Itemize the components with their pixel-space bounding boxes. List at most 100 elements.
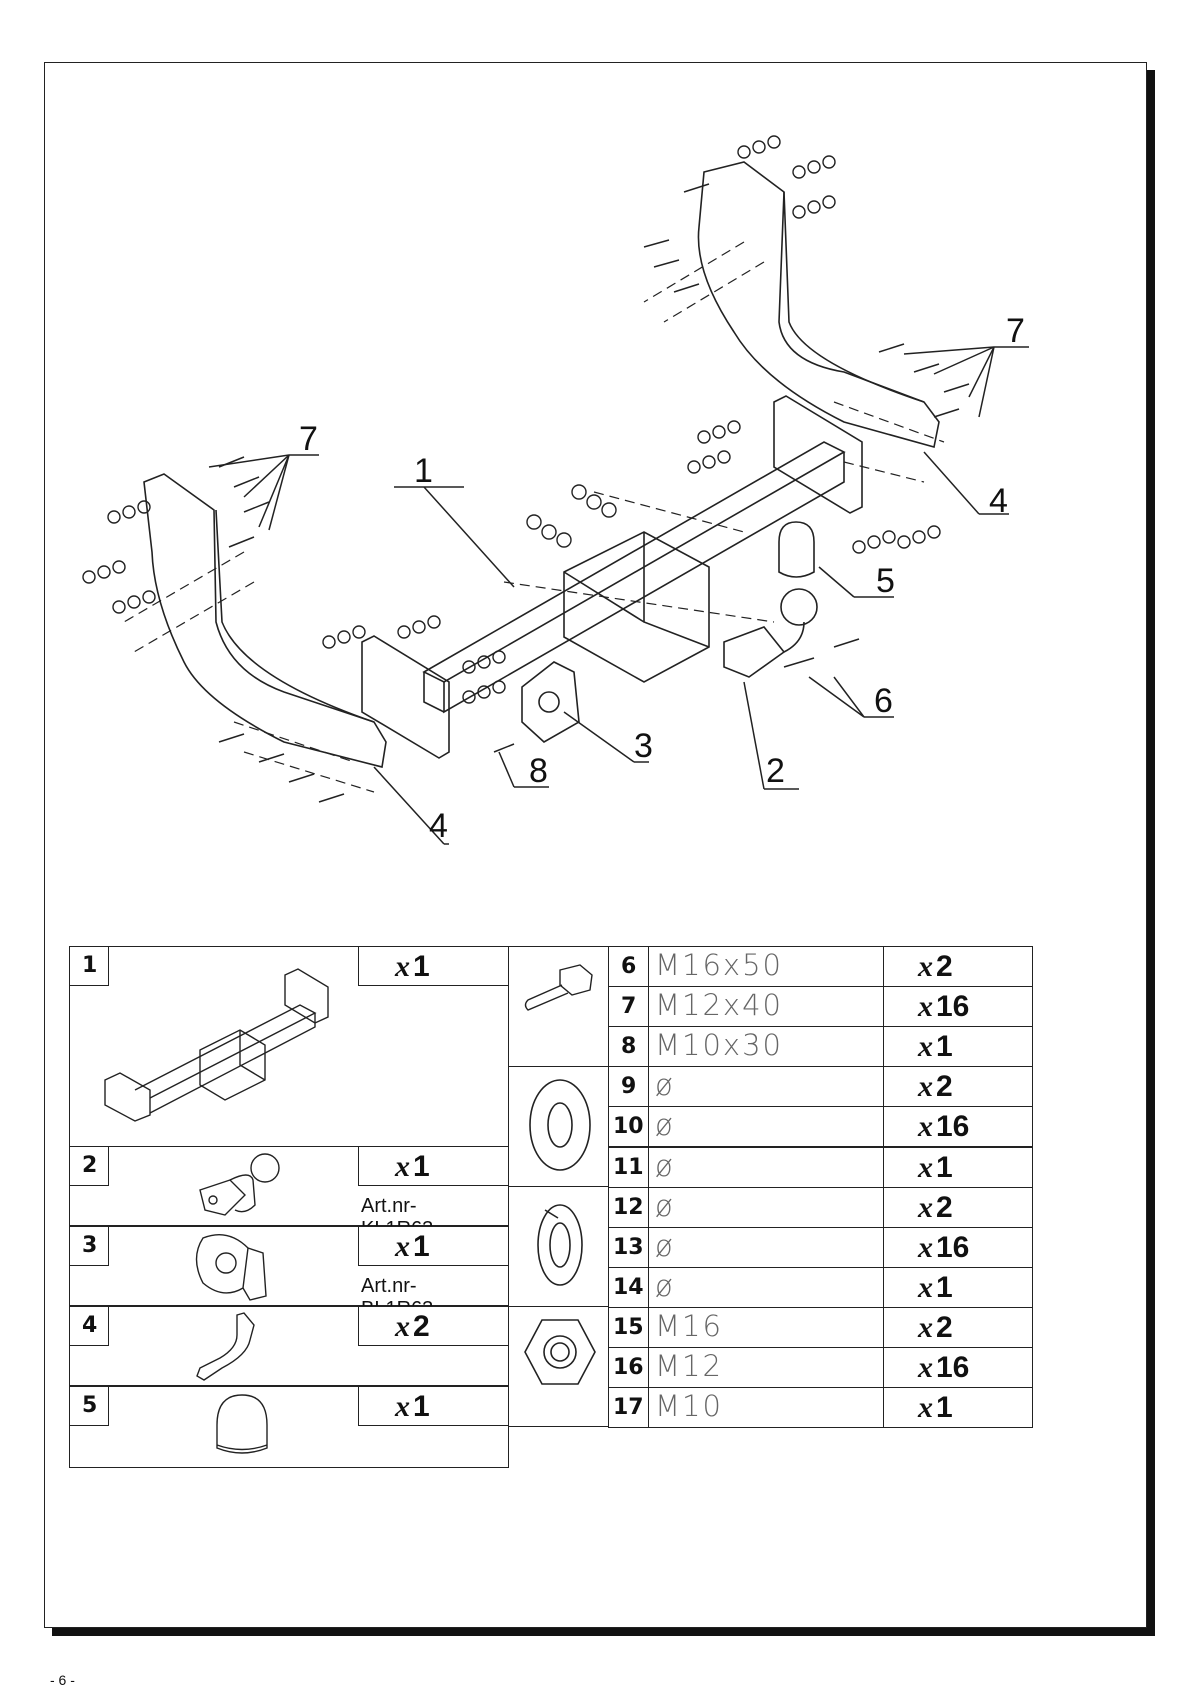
- hardware-number: 16: [613, 1355, 644, 1380]
- right-bracket: [697, 161, 940, 449]
- bolt-image-cell: [508, 946, 609, 1067]
- hardware-spec-cell: [648, 1147, 884, 1188]
- hardware-qty-cell: [883, 1267, 1033, 1308]
- part-5-number: 5: [82, 1393, 98, 1418]
- hardware-number: 9: [621, 1074, 637, 1099]
- part-2-qty-cell: [358, 1146, 509, 1186]
- callout-4-left: 4: [429, 807, 448, 845]
- washer-image-cell: [508, 1066, 609, 1187]
- hardware-qty-cell: [883, 1307, 1033, 1348]
- hardware-spec-cell: [648, 1026, 884, 1067]
- hardware-number-cell: [608, 1307, 649, 1348]
- hardware-spec: M16: [655, 1309, 723, 1343]
- hardware-number: 12: [613, 1195, 644, 1220]
- hardware-spec-cell: [648, 1106, 884, 1147]
- page-number: - 6 -: [50, 1672, 75, 1688]
- socket-plate: [521, 661, 580, 743]
- hardware-number-cell: [608, 1106, 649, 1147]
- hardware-qty-cell: [883, 1147, 1033, 1188]
- hardware-qty-cell: [883, 1387, 1033, 1428]
- hardware-spec: M12: [655, 1349, 723, 1383]
- hardware-number: 8: [621, 1034, 637, 1059]
- bolt-icon: [524, 964, 593, 1011]
- nut-icon: [524, 1319, 596, 1385]
- assembly-drawing: 1 2 3 4 4 5 6 7 7 8: [82, 135, 1029, 845]
- hardware-spec-cell: [648, 1267, 884, 1308]
- part-5-qty-cell: [358, 1386, 509, 1426]
- towball-flange: [723, 626, 786, 678]
- hardware-number: 11: [613, 1155, 644, 1180]
- left-bracket: [143, 473, 387, 768]
- hardware-qty-cell: [883, 1106, 1033, 1147]
- part-3-number-cell: [69, 1226, 109, 1266]
- hardware-number-cell: [608, 1387, 649, 1428]
- part-5-number-cell: [69, 1386, 109, 1426]
- hardware-spec-cell: [648, 1387, 884, 1428]
- washer-icon: [529, 1079, 591, 1171]
- hardware-qty-cell: [883, 1026, 1033, 1067]
- callout-8: 8: [529, 752, 548, 790]
- part-2-number: 2: [82, 1153, 98, 1178]
- callout-labels: 1 2 3 4 4 5 6 7 7 8: [299, 312, 1025, 845]
- hardware-spec-cell: [648, 986, 884, 1027]
- hardware-number: 10: [613, 1114, 644, 1139]
- hardware-number: 13: [613, 1235, 644, 1260]
- exploded-assembly-diagram: 1 2 3 4 4 5 6 7 7 8: [44, 62, 1147, 1022]
- hardware-spec: M10x30: [655, 1028, 783, 1062]
- part-3-number: 3: [82, 1233, 98, 1258]
- hardware-number: 17: [613, 1395, 644, 1420]
- right-plate: [773, 395, 863, 514]
- ball-cover-part-image: [216, 1394, 268, 1454]
- callout-2: 2: [766, 752, 785, 790]
- hardware-number: 14: [613, 1275, 644, 1300]
- hardware-spec-cell: [648, 1227, 884, 1268]
- callout-7-left: 7: [299, 420, 318, 458]
- hardware-number: 7: [621, 994, 637, 1019]
- hardware-qty-cell: [883, 1066, 1033, 1107]
- spring-washer-icon: [537, 1204, 583, 1286]
- part-4-number: 4: [82, 1313, 98, 1338]
- hardware-spec: M16x50: [655, 948, 783, 982]
- hardware-qty-cell: [883, 986, 1033, 1027]
- ball-cover: [778, 521, 815, 578]
- towball-part-image: [199, 1153, 280, 1216]
- callout-7-right: 7: [1006, 312, 1025, 350]
- center-receiver: [563, 531, 710, 683]
- crossbar-part-image: [104, 968, 329, 1122]
- callout-4-right: 4: [989, 482, 1008, 520]
- callout-5: 5: [876, 562, 895, 600]
- left-plate: [361, 635, 450, 759]
- part-2-number-cell: [69, 1146, 109, 1186]
- hardware-spec-cell: [648, 946, 884, 987]
- hardware-spec: M10: [655, 1389, 723, 1423]
- hardware-number-cell: [608, 1147, 649, 1188]
- part-3-qty-cell: [358, 1226, 509, 1266]
- callout-6: 6: [874, 682, 893, 720]
- part-1-qty-cell: [358, 946, 509, 986]
- hardware-number-cell: [608, 1187, 649, 1228]
- hardware-spec: M12x40: [655, 988, 783, 1022]
- hardware-spec-cell: [648, 1187, 884, 1228]
- nut-image-cell: [508, 1306, 609, 1427]
- part-4-number-cell: [69, 1306, 109, 1346]
- socket-plate-part-image: [195, 1234, 267, 1301]
- hardware-number-cell: [608, 946, 649, 987]
- hardware-number: 15: [613, 1315, 644, 1340]
- hardware-number: 6: [621, 954, 637, 979]
